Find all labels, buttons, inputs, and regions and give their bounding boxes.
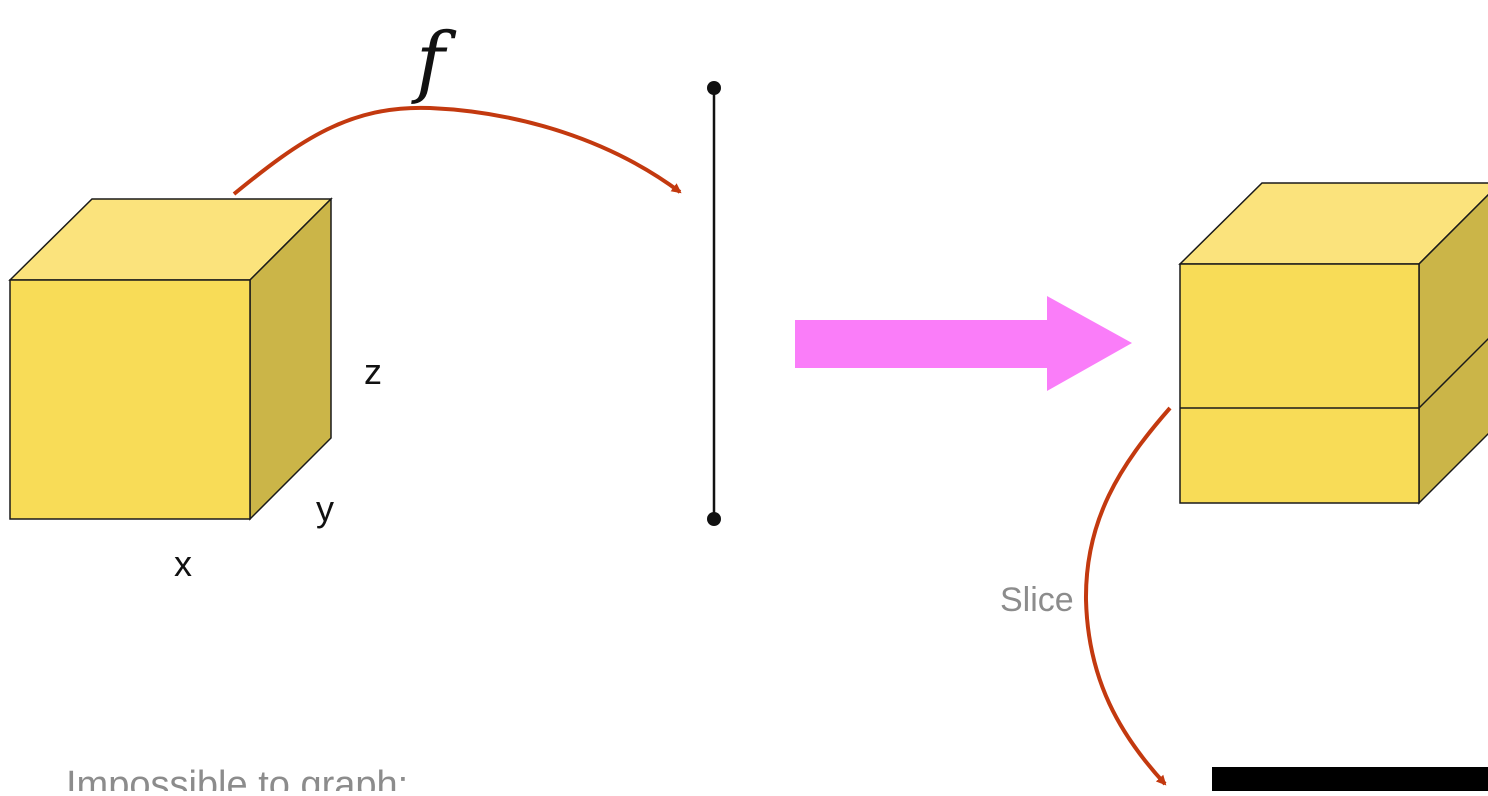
- axis-label-x: x: [174, 543, 192, 584]
- axis-label-y: y: [316, 488, 334, 529]
- range-interval: [707, 81, 721, 526]
- sliced-cube-front-face: [1179, 263, 1420, 504]
- slice-result-bar: [1212, 767, 1488, 791]
- mapping-arrow-f: [232, 105, 682, 196]
- axis-label-z: z: [364, 351, 382, 392]
- slice-label: Slice: [1000, 581, 1074, 619]
- transform-arrow: [795, 296, 1132, 391]
- sliced-cube: [1178, 182, 1488, 505]
- caption-text: Impossible to graph:: [66, 764, 408, 791]
- range-endpoint-top: [707, 81, 721, 95]
- slice-arrow: [1083, 406, 1172, 786]
- sliced-cube-side-slice-line: [1418, 337, 1488, 409]
- domain-cube: [8, 197, 333, 521]
- domain-cube-front-face: [9, 279, 251, 520]
- range-endpoint-bottom: [707, 512, 721, 526]
- function-label: f: [411, 17, 457, 107]
